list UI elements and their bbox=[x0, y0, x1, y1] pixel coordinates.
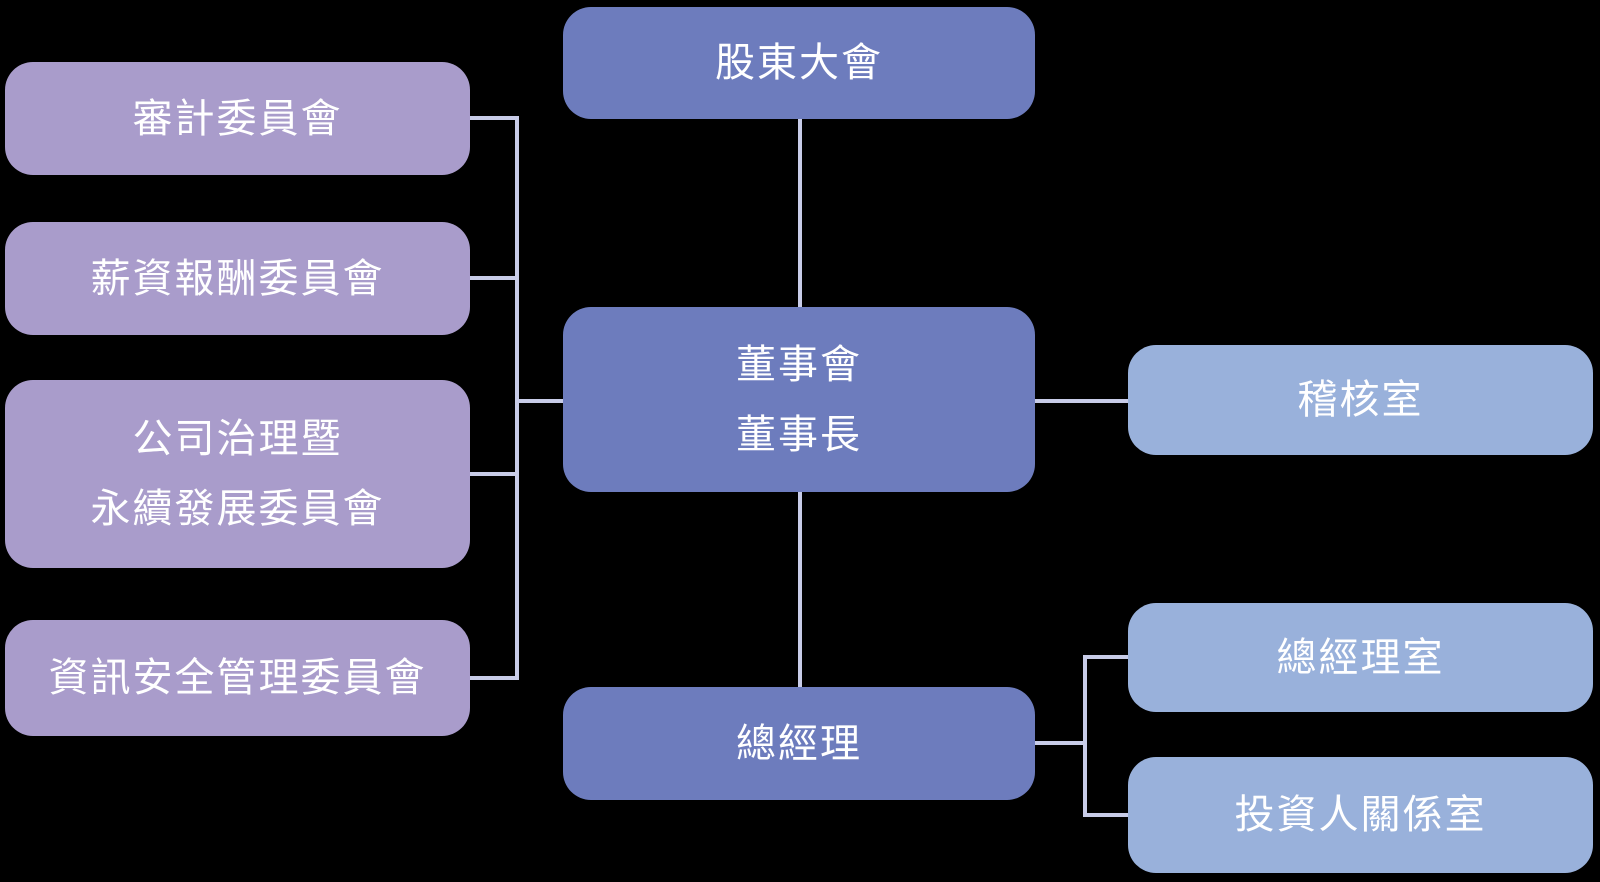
node-shareholders-meeting: 股東大會 bbox=[563, 7, 1035, 119]
node-infosec-committee: 資訊安全管理委員會 bbox=[5, 620, 470, 736]
connector-right-spine bbox=[1083, 655, 1087, 817]
node-gm-label: 總經理 bbox=[736, 720, 862, 767]
node-ir-office-label: 投資人關係室 bbox=[1234, 792, 1487, 838]
node-general-manager: 總經理 bbox=[563, 687, 1035, 800]
connector-stub-ir-office bbox=[1083, 813, 1128, 817]
connector-board-gm bbox=[798, 492, 802, 687]
node-shareholders-label: 股東大會 bbox=[715, 40, 883, 86]
connector-stub-compensation-committee bbox=[470, 276, 517, 280]
node-board-line2: 董事長 bbox=[736, 411, 862, 458]
node-compensation-committee: 薪資報酬委員會 bbox=[5, 222, 470, 335]
node-audit-office-label: 稽核室 bbox=[1297, 377, 1424, 423]
node-governance-sustainability-committee: 公司治理暨 永續發展委員會 bbox=[5, 380, 470, 568]
node-board-line1: 董事會 bbox=[736, 341, 862, 388]
connector-spine-board bbox=[515, 399, 563, 403]
connector-shareholders-board bbox=[798, 119, 802, 307]
connector-stub-audit-committee bbox=[470, 116, 517, 120]
node-audit-committee: 審計委員會 bbox=[5, 62, 470, 175]
node-gm-office-label: 總經理室 bbox=[1276, 634, 1445, 681]
connector-left-spine bbox=[515, 116, 519, 680]
node-governance-committee-line1: 公司治理暨 bbox=[132, 416, 343, 462]
node-infosec-committee-label: 資訊安全管理委員會 bbox=[48, 655, 427, 701]
node-compensation-committee-label: 薪資報酬委員會 bbox=[90, 255, 385, 302]
node-gm-office: 總經理室 bbox=[1128, 603, 1593, 712]
node-board-chairman: 董事會 董事長 bbox=[563, 307, 1035, 492]
connector-stub-governance-committee bbox=[470, 472, 517, 476]
connector-stub-infosec-committee bbox=[470, 676, 517, 680]
node-governance-committee-line2: 永續發展委員會 bbox=[90, 486, 385, 532]
node-audit-committee-label: 審計委員會 bbox=[132, 95, 343, 142]
connector-stub-gm-office bbox=[1083, 655, 1128, 659]
node-audit-office: 稽核室 bbox=[1128, 345, 1593, 455]
node-investor-relations-office: 投資人關係室 bbox=[1128, 757, 1593, 873]
connector-board-audit-office bbox=[1035, 399, 1128, 403]
connector-gm-right bbox=[1035, 741, 1087, 745]
